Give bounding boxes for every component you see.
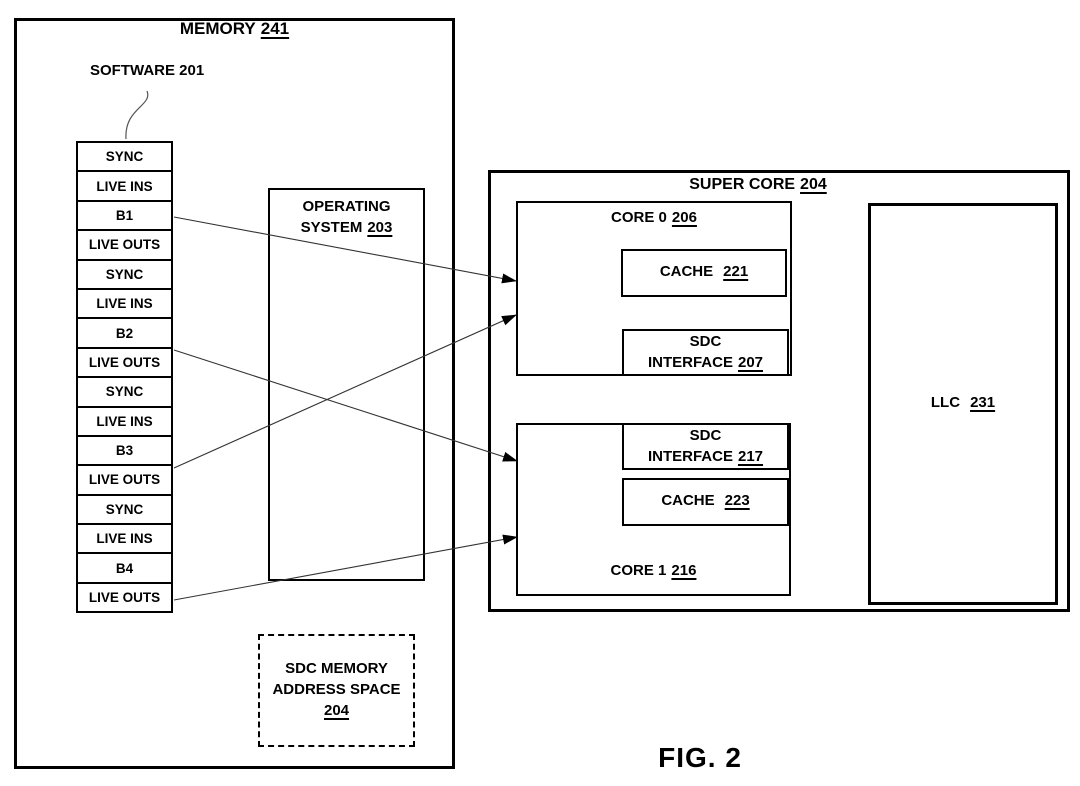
- core1-title-text: CORE 1: [610, 562, 667, 579]
- sdc-217-line2: INTERFACE: [647, 448, 733, 465]
- llc-ref: 231: [970, 394, 996, 411]
- memory-stack-row-sync: SYNC: [76, 258, 173, 290]
- os-title-line2: SYSTEM: [300, 219, 363, 236]
- memory-stack-row-b2: B2: [76, 317, 173, 349]
- memory-stack-row-b1: B1: [76, 199, 173, 232]
- figure-label: FIG. 2: [658, 742, 742, 773]
- memory-stack-row-b3: B3: [76, 434, 173, 467]
- super-core-title-text: SUPER CORE: [689, 176, 796, 193]
- cache-221-ref: 221: [723, 263, 749, 280]
- os-title-ref: 203: [367, 219, 393, 236]
- sdc-207-line2: INTERFACE: [647, 354, 733, 371]
- cache-223-label: CACHE 223: [622, 492, 789, 509]
- sdc-memory-address-space-box: [258, 634, 415, 747]
- sdc-space-line2: ADDRESS SPACE: [272, 681, 401, 698]
- core0-title-ref: 206: [671, 209, 697, 226]
- memory-stack-row-live-ins: LIVE INS: [76, 405, 173, 437]
- sdc-interface-207-box: [622, 329, 789, 376]
- llc-text: LLC: [930, 394, 961, 411]
- memory-stack-row-live-outs: LIVE OUTS: [76, 581, 173, 614]
- sdc-memory-address-space-label: SDC MEMORY ADDRESS SPACE 204: [258, 658, 415, 721]
- memory-stack-row-live-ins: LIVE INS: [76, 523, 173, 555]
- os-title-line1: OPERATING: [302, 198, 391, 215]
- memory-stack-row-live-outs: LIVE OUTS: [76, 346, 173, 379]
- cache-223-box: [622, 478, 789, 526]
- sdc-207-ref: 207: [737, 354, 764, 371]
- sdc-space-ref: 204: [323, 702, 350, 719]
- sdc-217-line1: SDC: [689, 427, 722, 444]
- memory-stack-row-sync: SYNC: [76, 493, 173, 526]
- sdc-space-line1: SDC MEMORY: [285, 660, 388, 677]
- memory-stack-row-live-outs: LIVE OUTS: [76, 464, 173, 496]
- memory-stack-row-sync: SYNC: [76, 141, 173, 173]
- cache-221-box: [621, 249, 787, 297]
- llc-label: LLC 231: [868, 394, 1058, 411]
- memory-stack-row-live-ins: LIVE INS: [76, 170, 173, 202]
- memory-stack-row-live-ins: LIVE INS: [76, 287, 173, 320]
- cache-223-ref: 223: [724, 492, 750, 509]
- memory-title-text: MEMORY: [179, 19, 256, 38]
- core1-title-ref: 216: [671, 562, 697, 579]
- software-label: SOFTWARE 201: [90, 62, 205, 79]
- sdc-217-ref: 217: [737, 448, 764, 465]
- memory-stack-row-sync: SYNC: [76, 376, 173, 408]
- memory-title-ref: 241: [260, 19, 290, 38]
- sdc-interface-217-box: [622, 423, 789, 470]
- cache-223-text: CACHE: [661, 492, 715, 509]
- super-core-title-ref: 204: [800, 176, 827, 193]
- core0-title-text: CORE 0: [611, 209, 667, 226]
- memory-stack-row-b4: B4: [76, 552, 173, 584]
- cache-221-label: CACHE 221: [621, 263, 787, 280]
- os-box: [268, 188, 425, 581]
- sdc-207-line1: SDC: [689, 333, 722, 350]
- llc-box: [868, 203, 1058, 605]
- memory-stack-row-live-outs: LIVE OUTS: [76, 229, 173, 261]
- cache-221-text: CACHE: [659, 263, 714, 280]
